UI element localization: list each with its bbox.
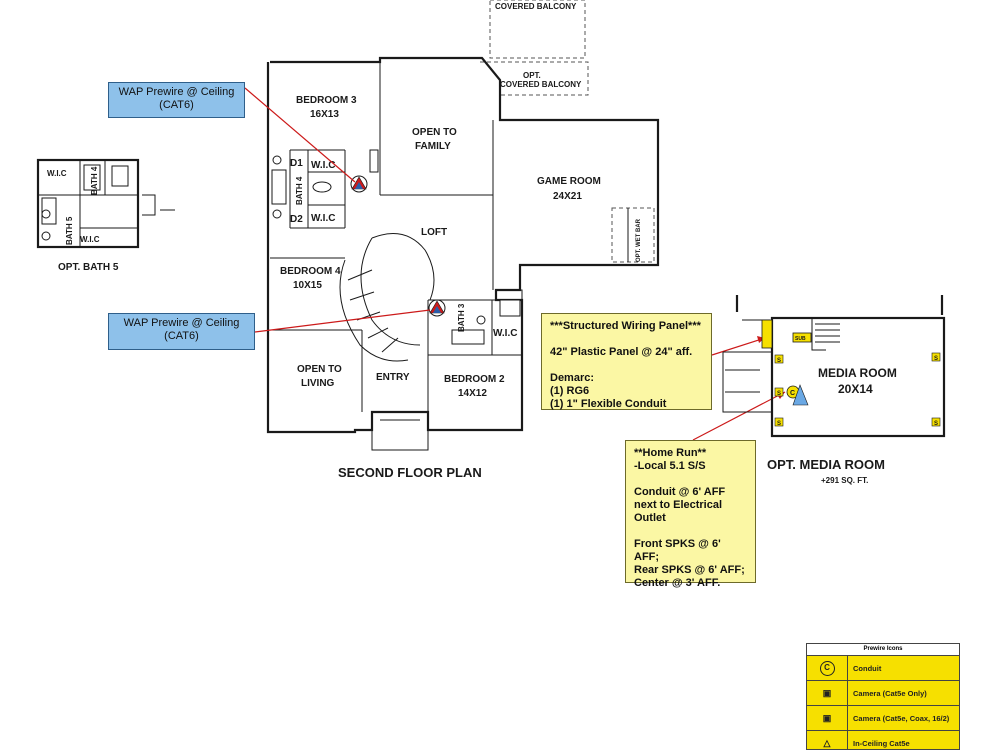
- wap-marker-bottom: [428, 299, 446, 317]
- structured-panel-marker: [761, 319, 773, 349]
- opt-bath5-title: OPT. BATH 5: [58, 262, 119, 273]
- legend-row-conduit: C Conduit: [807, 656, 959, 681]
- legend-row-in-ceiling: △ In-Ceiling Cat5e: [807, 731, 959, 749]
- opt-bath5-inset: W.I.C W.I.C BATH 4 BATH 5 OPT. BATH 5: [36, 158, 175, 273]
- annotation-leaders: [244, 87, 786, 441]
- wap-marker-top: [350, 175, 368, 193]
- legend-label-camera-coax: Camera (Cat5e, Coax, 16/2): [848, 706, 959, 730]
- legend-label-conduit: Conduit: [848, 656, 959, 680]
- d1-label: D1: [290, 158, 303, 169]
- conduit-icon: C: [819, 660, 835, 676]
- legend-label-camera: Camera (Cat5e Only): [848, 681, 959, 705]
- bedroom3-name: BEDROOM 3: [296, 95, 357, 106]
- legend-label-in-ceiling: In-Ceiling Cat5e: [848, 731, 959, 749]
- second-floor-title: SECOND FLOOR PLAN: [338, 465, 482, 480]
- wap-note-bottom: WAP Prewire @ Ceiling (CAT6): [108, 313, 255, 350]
- opt-bath5-bath5-label: BATH 5: [65, 216, 74, 245]
- media-room-name: MEDIA ROOM: [818, 366, 897, 380]
- legend-title: Prewire Icons: [807, 644, 959, 656]
- media-room-drawing: SUB C S S S S S MEDIA ROOM 20X14 OPT. ME…: [722, 295, 946, 485]
- legend-row-camera: ▣ Camera (Cat5e Only): [807, 681, 959, 706]
- opt-covered-balcony-label-1: OPT.: [523, 71, 541, 80]
- second-floor-walls: [266, 56, 660, 451]
- home-run-note: **Home Run** -Local 5.1 S/S Conduit @ 6'…: [625, 440, 756, 589]
- bedroom2-name: BEDROOM 2: [444, 374, 505, 385]
- speaker-label-5: S: [934, 421, 938, 427]
- in-ceiling-marker: [792, 384, 809, 406]
- room-labels: BEDROOM 3 16X13 OPEN TO FAMILY GAME ROOM…: [280, 95, 642, 480]
- bath4-label: BATH 4: [295, 176, 304, 205]
- legend-row-camera-coax: ▣ Camera (Cat5e, Coax, 16/2): [807, 706, 959, 731]
- opt-bath5-wic-top: W.I.C: [47, 169, 67, 178]
- bedroom2-size: 14X12: [458, 388, 487, 399]
- wic-a-label: W.I.C: [311, 160, 335, 171]
- covered-balcony-label: COVERED BALCONY: [495, 2, 577, 11]
- entry-label: ENTRY: [376, 372, 410, 383]
- media-room-title: OPT. MEDIA ROOM: [767, 457, 885, 472]
- bedroom4-size: 10X15: [293, 280, 322, 291]
- bedroom4-name: BEDROOM 4: [280, 266, 341, 277]
- sub-marker: [792, 332, 812, 343]
- loft-label: LOFT: [421, 227, 447, 238]
- game-room-size: 24X21: [553, 191, 582, 202]
- sub-label: SUB: [795, 336, 806, 342]
- game-room-name: GAME ROOM: [537, 176, 601, 187]
- open-to-family-1: OPEN TO: [412, 127, 457, 138]
- media-room-sqft: +291 SQ. FT.: [821, 476, 868, 485]
- bath3-label: BATH 3: [457, 303, 466, 332]
- wap-note-top: WAP Prewire @ Ceiling (CAT6): [108, 82, 245, 118]
- in-ceiling-icon: △: [807, 731, 848, 749]
- open-to-family-2: FAMILY: [415, 141, 451, 152]
- speaker-label-2: S: [777, 391, 781, 397]
- conduit-marker-label: C: [790, 390, 795, 397]
- camera-icon: ▣: [807, 681, 848, 705]
- opt-bath5-wic-bottom: W.I.C: [80, 235, 100, 244]
- media-room-size: 20X14: [838, 382, 873, 396]
- structured-wiring-note: ***Structured Wiring Panel*** 42" Plasti…: [541, 313, 712, 410]
- camera-coax-icon: ▣: [807, 706, 848, 730]
- opt-wet-bar-label: OPT. WET BAR: [636, 218, 642, 262]
- open-to-living-2: LIVING: [301, 378, 335, 389]
- speaker-markers: S S S S S: [774, 352, 941, 427]
- speaker-label-4: S: [934, 356, 938, 362]
- d2-label: D2: [290, 214, 303, 225]
- speaker-label-1: S: [777, 358, 781, 364]
- bedroom3-size: 16X13: [310, 109, 339, 120]
- open-to-living-1: OPEN TO: [297, 364, 342, 375]
- prewire-legend: Prewire Icons C Conduit ▣ Camera (Cat5e …: [806, 643, 960, 750]
- speaker-label-3: S: [777, 421, 781, 427]
- balconies: COVERED BALCONY OPT. COVERED BALCONY: [480, 0, 589, 96]
- opt-covered-balcony-label-2: COVERED BALCONY: [500, 80, 582, 89]
- wic-c-label: W.I.C: [493, 328, 517, 339]
- wic-b-label: W.I.C: [311, 213, 335, 224]
- opt-bath5-bath4-label: BATH 4: [90, 166, 99, 195]
